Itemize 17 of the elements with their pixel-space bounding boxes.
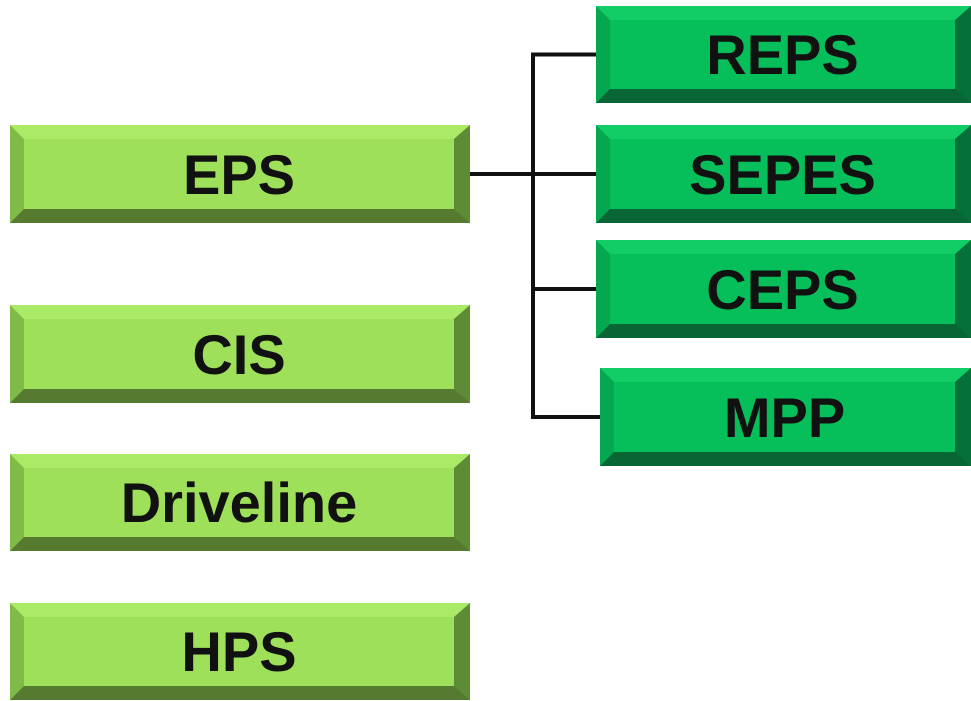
box-label: CIS <box>192 322 286 386</box>
connector-line <box>470 172 600 419</box>
beveled-box <box>596 6 971 103</box>
box-label: EPS <box>182 142 296 206</box>
beveled-box <box>596 240 971 338</box>
beveled-box <box>10 305 470 403</box>
box-label: MPP <box>724 384 846 450</box>
beveled-box <box>596 125 971 223</box>
box-label: HPS <box>181 619 297 684</box>
beveled-box <box>600 368 971 466</box>
box-label: CEPS <box>706 256 859 322</box>
box-label: REPS <box>706 22 859 87</box>
beveled-box <box>10 603 470 700</box>
box-label: SEPES <box>689 142 876 206</box>
box-label: Driveline <box>120 470 358 535</box>
beveled-box <box>10 125 470 223</box>
beveled-box <box>10 454 470 551</box>
